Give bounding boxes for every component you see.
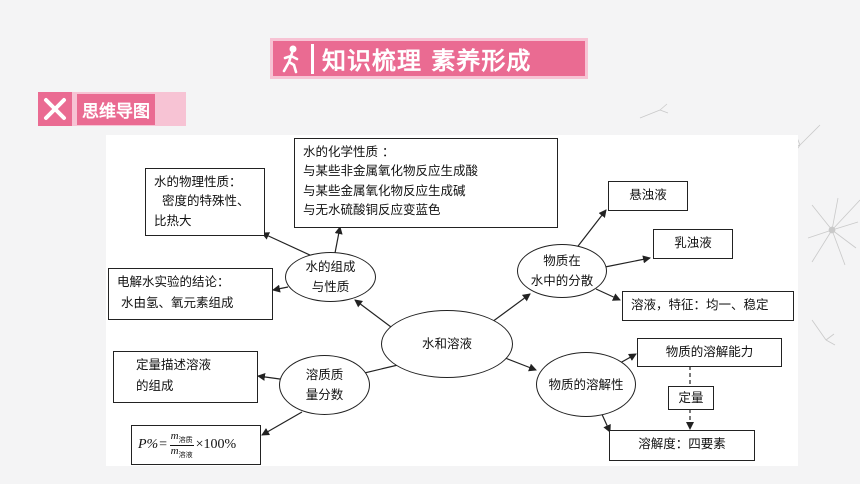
section-title-banner: 知识梳理 素养形成 bbox=[270, 38, 588, 79]
suspension-box: 悬浊液 bbox=[608, 181, 688, 211]
chemical-line-3: 与某些金属氧化物反应生成碱 bbox=[303, 182, 466, 198]
page-title: 知识梳理 素养形成 bbox=[322, 47, 532, 75]
chemical-properties-box: 水的化学性质 ： 与某些非金属氧化物反应生成酸 与某些金属氧化物反应生成碱 与无… bbox=[294, 138, 558, 228]
solubility-label: 物质的溶解性 bbox=[548, 376, 624, 392]
suspension-label: 悬浊液 bbox=[629, 187, 667, 202]
mass-fraction-label-line-1: 溶质质 bbox=[305, 367, 344, 382]
composition-label-line-2: 与性质 bbox=[311, 279, 350, 294]
formula-denominator: m溶液 bbox=[170, 444, 193, 459]
chemical-line-4: 与无水硫酸铜反应变蓝色 bbox=[303, 202, 441, 218]
solubility-degree-box: 溶解度：四要素 bbox=[609, 430, 755, 461]
emulsion-box: 乳浊液 bbox=[653, 229, 733, 259]
formula-lhs: P%= bbox=[138, 437, 168, 452]
runner-icon bbox=[273, 41, 309, 76]
physical-line-3: 比热大 bbox=[154, 212, 192, 228]
physical-line-1: 水的物理性质： bbox=[154, 174, 242, 189]
mass-fraction-label-line-2: 量分数 bbox=[305, 387, 344, 402]
formula-fraction: m溶质 m溶液 bbox=[169, 429, 194, 459]
electrolysis-line-1: 电解水实验的结论： bbox=[117, 274, 230, 289]
mass-fraction-description-box: 定量描述溶液 的组成 bbox=[113, 351, 258, 403]
physical-line-2: 密度的特殊性、 bbox=[154, 193, 250, 209]
dissolving-ability-box: 物质的溶解能力 bbox=[637, 338, 782, 367]
solution-box: 溶液，特征：均一、稳定 bbox=[622, 291, 794, 321]
formula-rhs: ×100% bbox=[195, 437, 237, 452]
electrolysis-line-2: 水由氢、氧元素组成 bbox=[117, 294, 234, 310]
solubility-degree-label: 溶解度：四要素 bbox=[638, 436, 726, 451]
physical-properties-box: 水的物理性质： 密度的特殊性、 比热大 bbox=[145, 168, 265, 236]
section-label: 思维导图 bbox=[77, 93, 155, 125]
dispersion-node: 物质在 水中的分散 bbox=[517, 244, 607, 298]
dispersion-label-line-1: 物质在 bbox=[543, 253, 581, 268]
dispersion-label-line-2: 水中的分散 bbox=[530, 273, 594, 288]
formula-numerator: m溶质 bbox=[169, 429, 194, 446]
mass-fraction-node: 溶质质 量分数 bbox=[279, 355, 370, 415]
chemical-line-2: 与某些非金属氧化物反应生成酸 bbox=[303, 163, 479, 179]
solution-label: 溶液，特征：均一、稳定 bbox=[631, 297, 769, 312]
chemical-line-1: 水的化学性质 ： bbox=[303, 144, 395, 159]
section-tag: 思维导图 bbox=[38, 92, 186, 126]
dissolving-ability-label: 物质的溶解能力 bbox=[665, 344, 754, 359]
quantitative-label: 定量 bbox=[678, 390, 704, 405]
solubility-node: 物质的溶解性 bbox=[536, 352, 636, 417]
electrolysis-box: 电解水实验的结论： 水由氢、氧元素组成 bbox=[108, 268, 273, 320]
center-node: 水和溶液 bbox=[381, 310, 513, 378]
center-label: 水和溶液 bbox=[421, 336, 472, 351]
mass-description-line-1: 定量描述溶液 bbox=[136, 357, 212, 372]
mass-description-line-2: 的组成 bbox=[136, 377, 174, 393]
mind-map-icon bbox=[38, 92, 72, 126]
composition-node: 水的组成 与性质 bbox=[285, 252, 376, 302]
quantitative-box: 定量 bbox=[668, 386, 714, 410]
title-divider bbox=[311, 43, 314, 74]
mass-fraction-formula: P%= m溶质 m溶液 ×100% bbox=[131, 425, 261, 465]
emulsion-label: 乳浊液 bbox=[674, 235, 712, 250]
composition-label-line-1: 水的组成 bbox=[305, 259, 356, 274]
